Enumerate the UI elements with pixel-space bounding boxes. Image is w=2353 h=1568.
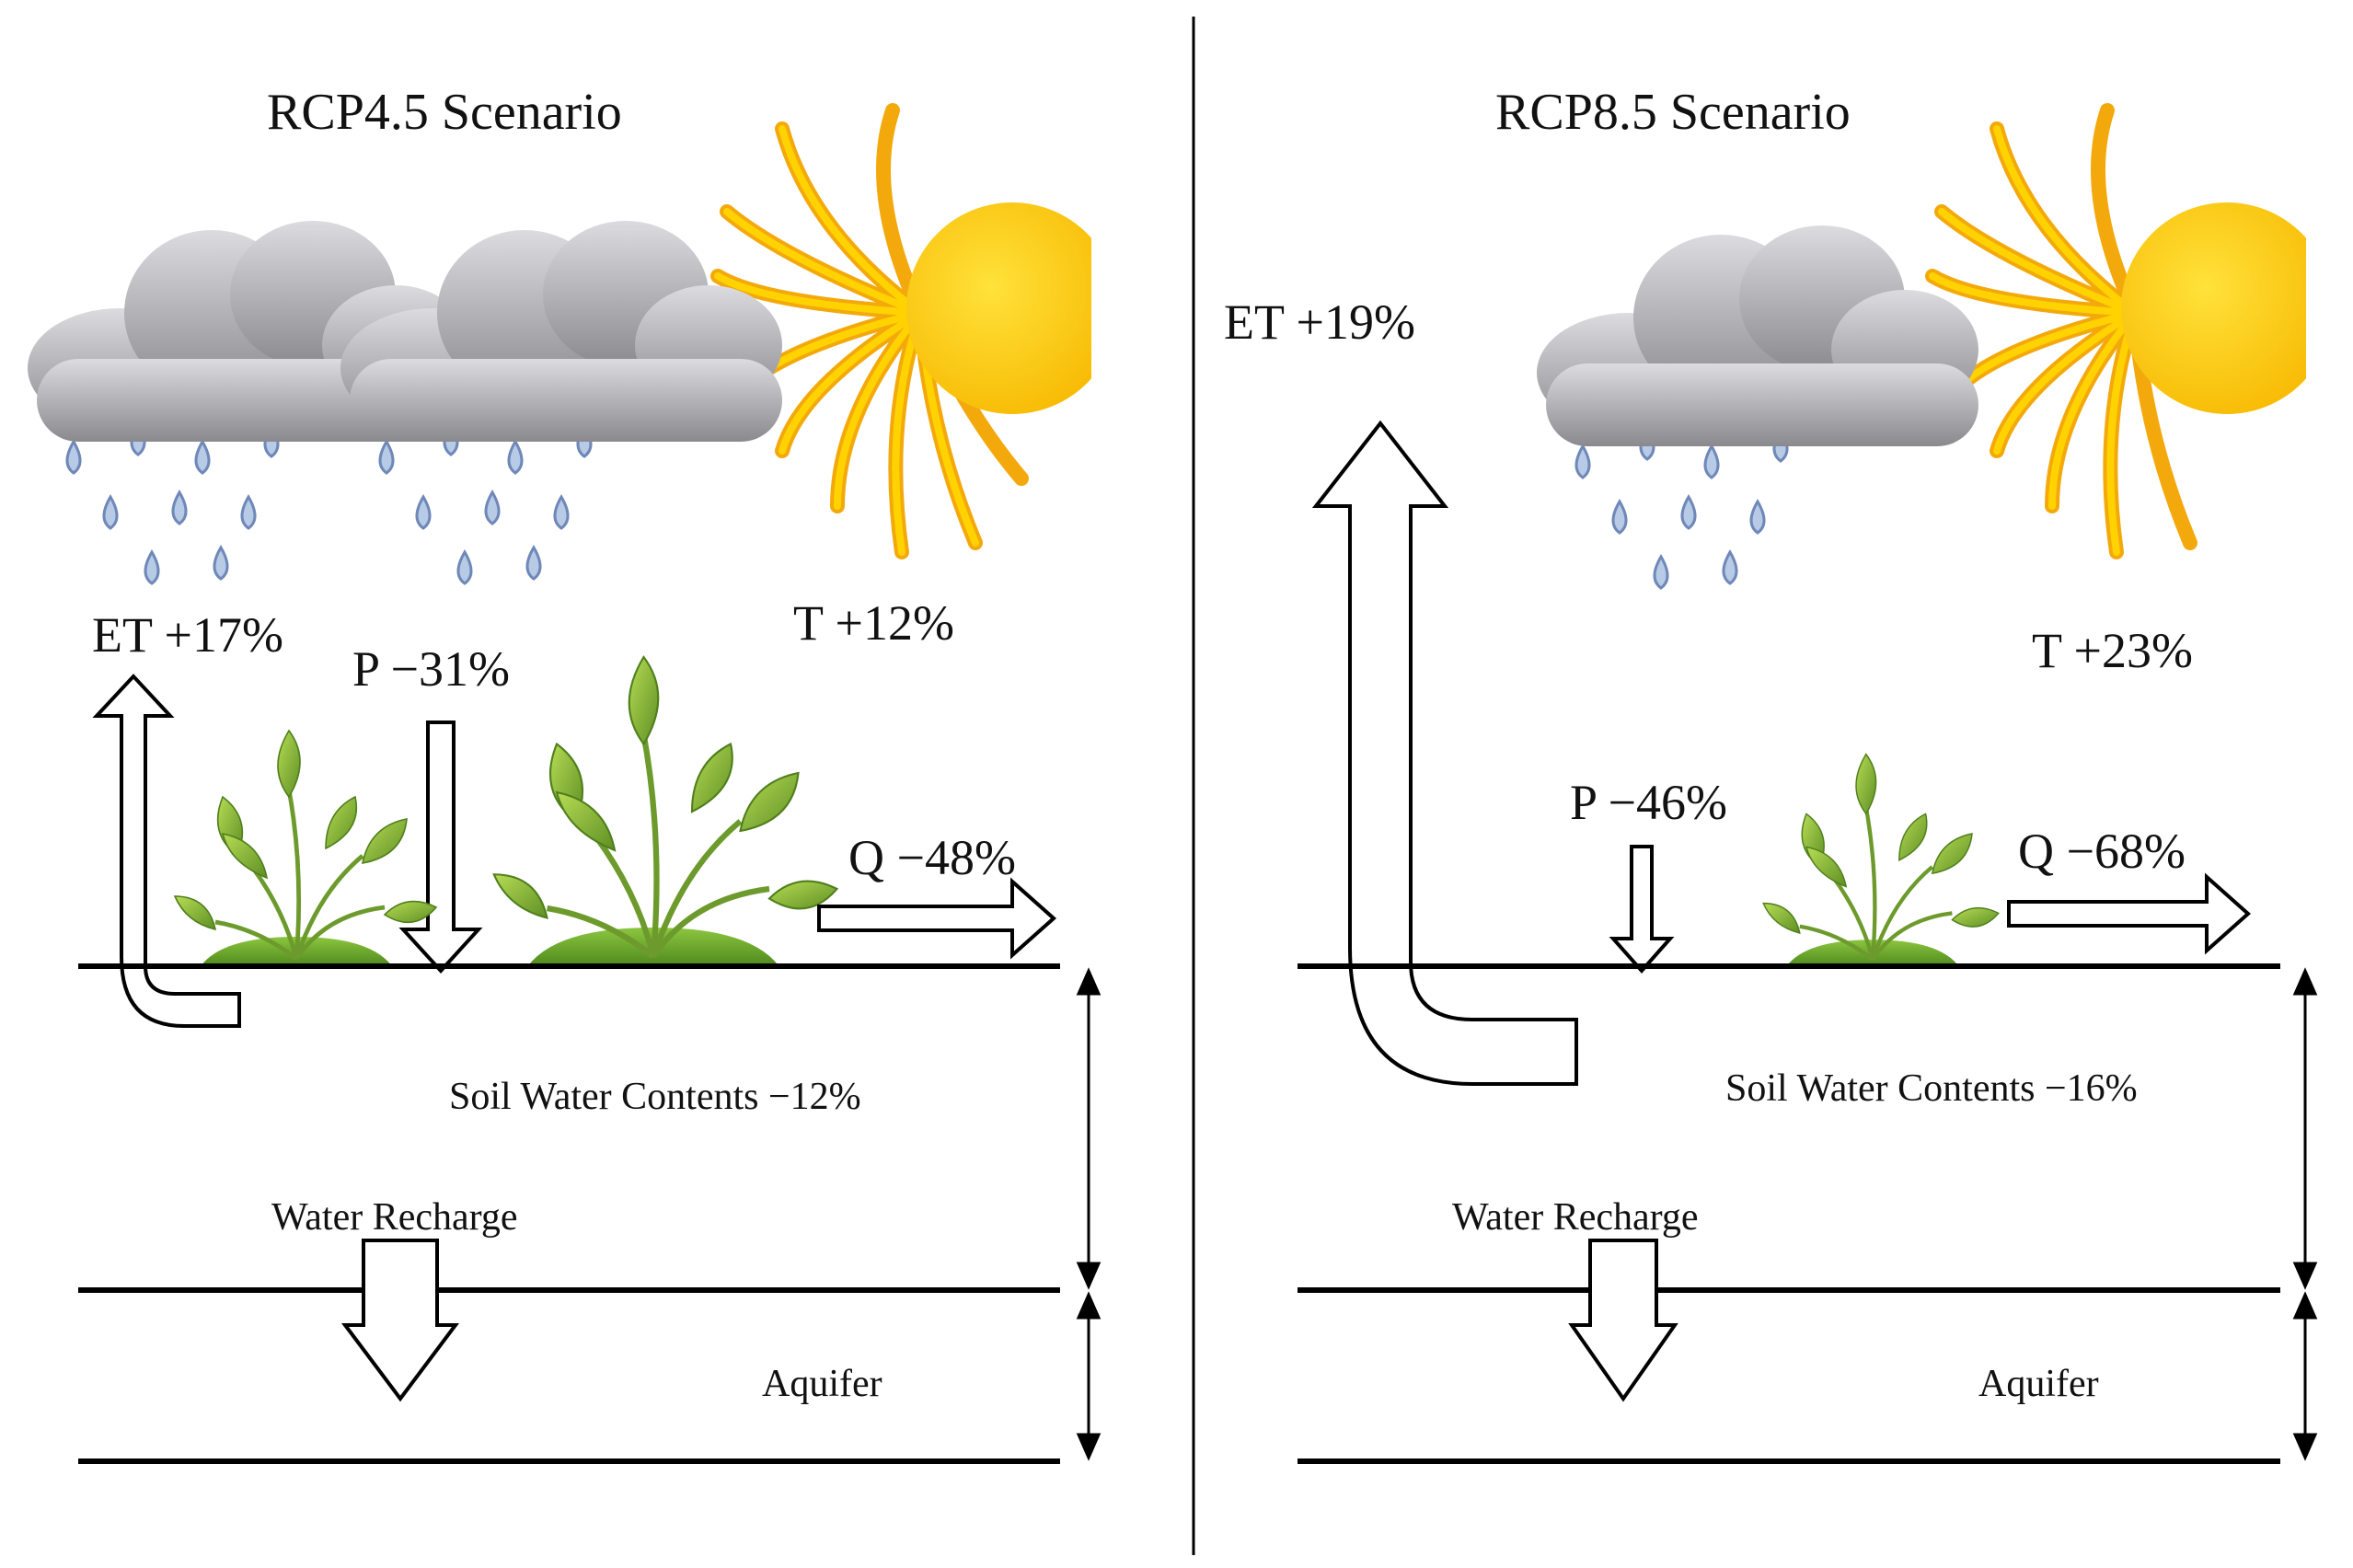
p-label: P −46% [1570, 775, 1727, 830]
panel-rcp85: RCP8.5 Scenario [1224, 84, 2353, 1464]
sun-icon [1925, 103, 2353, 589]
plant-icon [175, 731, 436, 966]
et-label: ET +17% [92, 607, 283, 663]
q-arrow [817, 877, 1057, 960]
aquifer-label: Aquifer [762, 1363, 882, 1405]
aquifer-extent-arrow [2292, 1291, 2318, 1461]
sun-icon [710, 103, 1128, 589]
aquifer-extent-arrow [1076, 1291, 1102, 1461]
p-arrow [1609, 845, 1675, 974]
rain-cloud-icon [1535, 224, 1980, 590]
et-arrow [1311, 420, 1578, 1086]
q-label: Q −48% [848, 830, 1016, 885]
q-arrow [2007, 872, 2252, 955]
aquifer-label: Aquifer [1978, 1363, 2099, 1405]
recharge-arrow [341, 1239, 459, 1402]
panel-rcp45: RCP4.5 Scenario [26, 84, 1128, 1464]
water-recharge-label: Water Recharge [1452, 1196, 1699, 1239]
et-label: ET +19% [1224, 294, 1415, 350]
soil-water-label: Soil Water Contents −16% [1725, 1067, 2138, 1110]
t-label: T +23% [2032, 623, 2193, 678]
p-label: P −31% [352, 641, 510, 697]
recharge-arrow [1568, 1239, 1678, 1402]
et-arrow [92, 674, 241, 1028]
soil-water-label: Soil Water Contents −12% [449, 1076, 861, 1118]
plant-icon [1763, 755, 1999, 966]
panel-title: RCP4.5 Scenario [267, 84, 622, 141]
soil-extent-arrow [2292, 967, 2318, 1290]
panel-title: RCP8.5 Scenario [1495, 84, 1851, 141]
q-label: Q −68% [2018, 824, 2186, 879]
soil-extent-arrow [1076, 967, 1102, 1290]
p-arrow [398, 721, 483, 974]
plant-icon [494, 657, 837, 966]
t-label: T +12% [793, 595, 954, 651]
water-recharge-label: Water Recharge [271, 1196, 518, 1239]
